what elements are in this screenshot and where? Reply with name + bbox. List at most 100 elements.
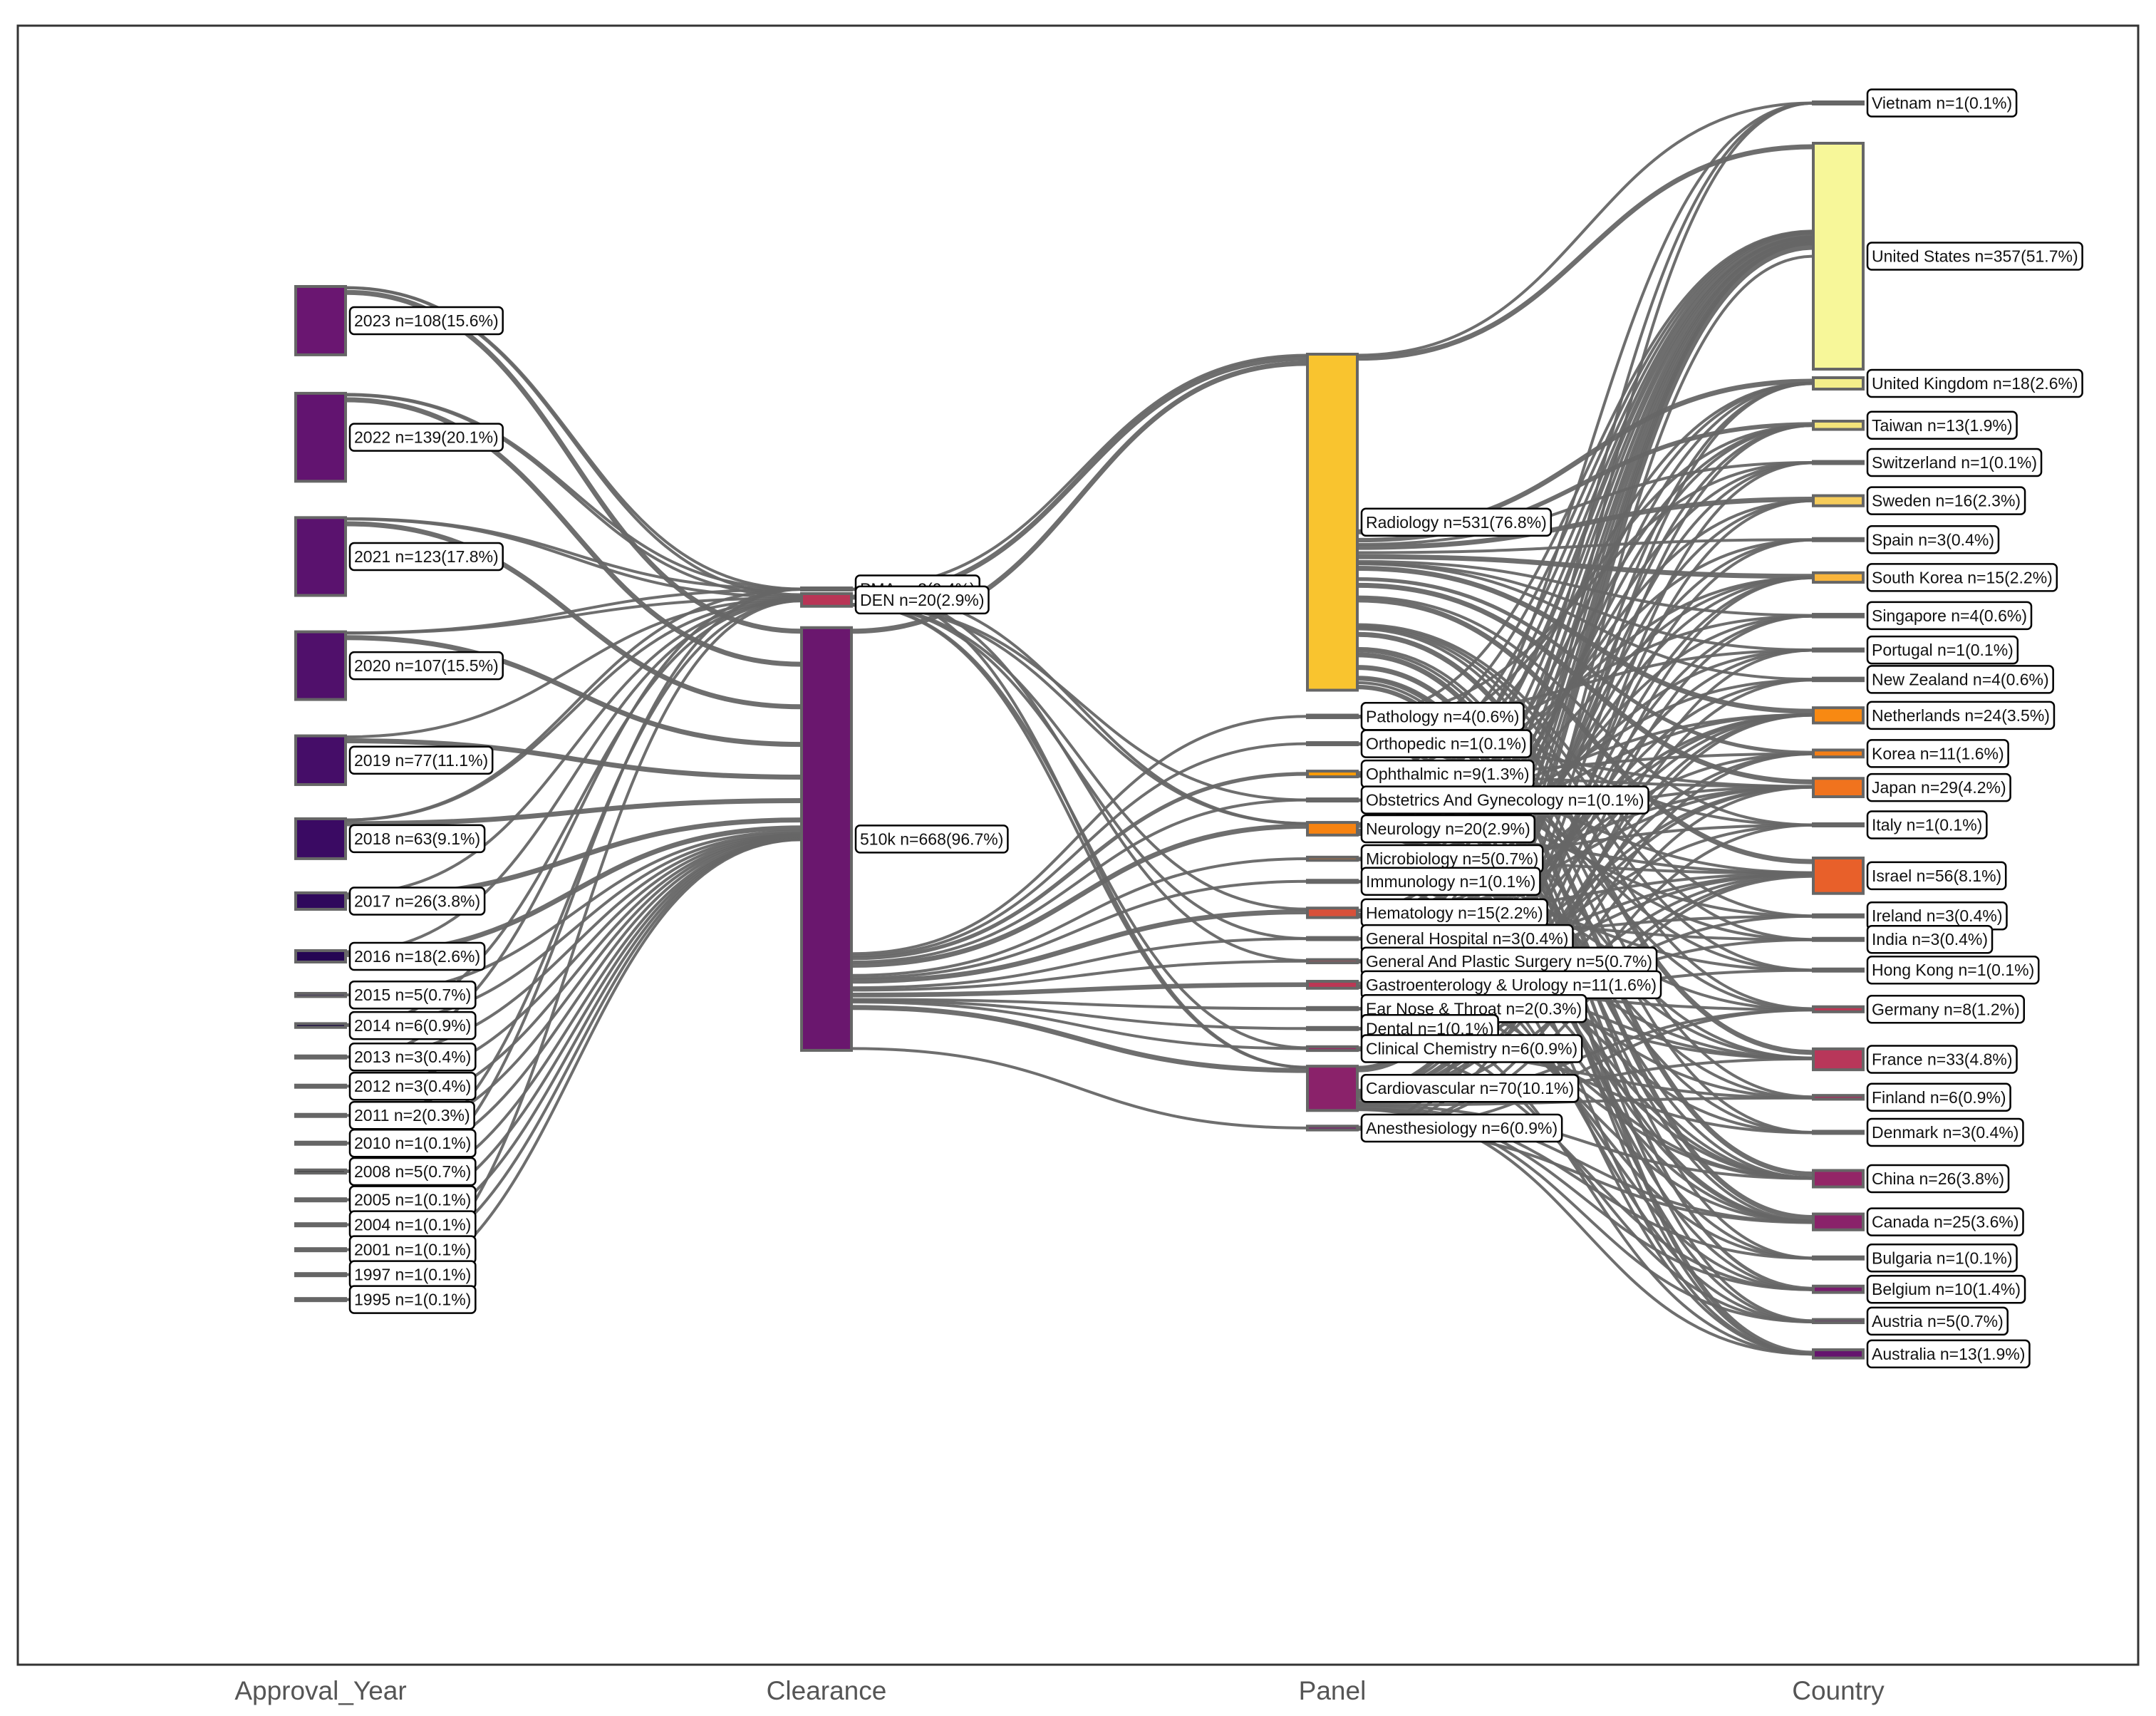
node-label-3-26: Belgium n=10(1.4%)	[1872, 1280, 2021, 1298]
flow-link-87	[1357, 646, 1814, 1099]
flow-link-60	[851, 982, 1308, 998]
node-label-box-3-25	[1866, 1244, 2018, 1273]
node-label-box-3-24	[1866, 1207, 2024, 1236]
node-label-3-8: Singapore n=4(0.6%)	[1872, 606, 2027, 625]
flow-link-15	[345, 598, 802, 822]
node-0-16	[294, 1222, 347, 1228]
node-label-box-3-4	[1866, 448, 2043, 477]
node-label-box-3-28	[1866, 1339, 2031, 1369]
node-2-12	[1306, 1006, 1359, 1011]
node-3-23	[1812, 1169, 1865, 1189]
node-0-4	[294, 734, 347, 786]
node-label-box-0-7	[348, 941, 486, 971]
flow-link-50	[851, 715, 1308, 956]
flow-link-231	[1357, 1108, 1814, 1356]
node-label-box-3-9	[1866, 635, 2019, 665]
node-label-2-14: Clinical Chemistry n=6(0.9%)	[1366, 1039, 1577, 1058]
labels-layer: 2023 n=108(15.6%)2022 n=139(20.1%)2021 n…	[348, 88, 2083, 1369]
node-label-box-0-11	[348, 1071, 477, 1101]
node-label-3-24: Canada n=25(3.6%)	[1872, 1213, 2019, 1231]
node-2-0	[1306, 353, 1359, 692]
node-0-3	[294, 630, 347, 701]
node-label-box-3-14	[1866, 810, 1988, 839]
node-3-25	[1812, 1255, 1865, 1261]
node-label-box-2-15	[1360, 1073, 1580, 1103]
flow-link-13	[345, 738, 802, 780]
node-label-3-5: Sweden n=16(2.3%)	[1872, 492, 2021, 510]
node-label-0-13: 2010 n=1(0.1%)	[354, 1134, 471, 1152]
node-2-13	[1306, 1025, 1359, 1031]
node-label-3-7: South Korea n=15(2.2%)	[1872, 568, 2053, 586]
node-label-box-3-21	[1866, 1082, 2011, 1112]
node-label-box-3-7	[1866, 563, 2058, 592]
node-label-box-0-3	[348, 651, 504, 681]
flow-link-217	[1357, 614, 1814, 1096]
node-label-box-0-6	[348, 887, 486, 916]
node-0-8	[294, 991, 347, 998]
node-label-box-1-1	[854, 585, 990, 615]
flow-link-42	[851, 356, 1308, 600]
node-label-0-10: 2013 n=3(0.4%)	[354, 1048, 471, 1066]
node-label-1-2: 510k n=668(96.7%)	[860, 829, 1003, 848]
node-label-3-3: Taiwan n=13(1.9%)	[1872, 416, 2013, 435]
node-3-18	[1812, 967, 1865, 973]
node-1-2	[800, 626, 853, 1052]
node-0-5	[294, 817, 347, 860]
node-label-box-3-12	[1866, 739, 2009, 768]
node-label-3-28: Australia n=13(1.9%)	[1872, 1345, 2025, 1363]
node-3-4	[1812, 460, 1865, 465]
flow-link-46	[851, 604, 1308, 941]
node-2-15	[1306, 1065, 1359, 1112]
node-label-0-5: 2018 n=63(9.1%)	[354, 829, 480, 848]
node-label-3-13: Japan n=29(4.2%)	[1872, 778, 2006, 797]
node-3-22	[1812, 1130, 1865, 1135]
flow-link-44	[851, 603, 1308, 825]
node-3-2	[1812, 376, 1865, 391]
node-label-box-0-13	[348, 1128, 477, 1158]
node-3-1	[1812, 142, 1865, 371]
node-label-box-2-14	[1360, 1034, 1583, 1063]
flow-link-65	[851, 1047, 1308, 1130]
node-label-box-1-2	[854, 825, 1009, 854]
node-0-19	[294, 1297, 347, 1303]
node-3-15	[1812, 857, 1865, 895]
node-label-box-3-26	[1866, 1274, 2026, 1304]
node-2-11	[1306, 980, 1359, 990]
node-label-box-3-11	[1866, 701, 2056, 730]
flow-link-2	[345, 289, 802, 634]
node-2-9	[1306, 936, 1359, 941]
flow-link-11	[345, 635, 802, 748]
node-0-14	[294, 1168, 347, 1175]
axis-labels-layer: Approval_Year Clearance Panel Country	[234, 1676, 1885, 1705]
flow-link-58	[851, 937, 1308, 990]
flow-link-40	[851, 588, 1308, 963]
axis-label-clearance: Clearance	[767, 1676, 887, 1705]
node-label-box-3-18	[1866, 955, 2040, 985]
flow-link-61	[851, 998, 1308, 1011]
axis-label-panel: Panel	[1299, 1676, 1367, 1705]
node-label-0-3: 2020 n=107(15.5%)	[354, 656, 499, 675]
node-label-3-21: Finland n=6(0.9%)	[1872, 1088, 2006, 1107]
node-label-2-9: General Hospital n=3(0.4%)	[1366, 929, 1568, 948]
flow-link-71	[1357, 497, 1814, 550]
node-label-3-22: Denmark n=3(0.4%)	[1872, 1123, 2018, 1142]
node-3-16	[1812, 913, 1865, 919]
node-0-15	[294, 1197, 347, 1203]
node-label-2-5: Neurology n=20(2.9%)	[1366, 820, 1530, 838]
node-label-3-19: Germany n=8(1.2%)	[1872, 1000, 2020, 1018]
node-label-2-16: Anesthesiology n=6(0.9%)	[1366, 1119, 1558, 1137]
node-3-10	[1812, 676, 1865, 683]
node-label-3-4: Switzerland n=1(0.1%)	[1872, 453, 2037, 472]
node-label-2-7: Immunology n=1(0.1%)	[1366, 872, 1535, 891]
node-0-2	[294, 516, 347, 597]
node-0-7	[294, 949, 347, 963]
node-3-9	[1812, 647, 1865, 653]
node-3-20	[1812, 1047, 1865, 1072]
flow-link-83	[1357, 624, 1814, 941]
node-label-0-16: 2004 n=1(0.1%)	[354, 1216, 471, 1234]
axis-label-country: Country	[1792, 1676, 1885, 1705]
node-label-2-1: Pathology n=4(0.6%)	[1366, 707, 1519, 725]
flow-link-66	[1357, 101, 1814, 357]
node-3-19	[1812, 1005, 1865, 1013]
